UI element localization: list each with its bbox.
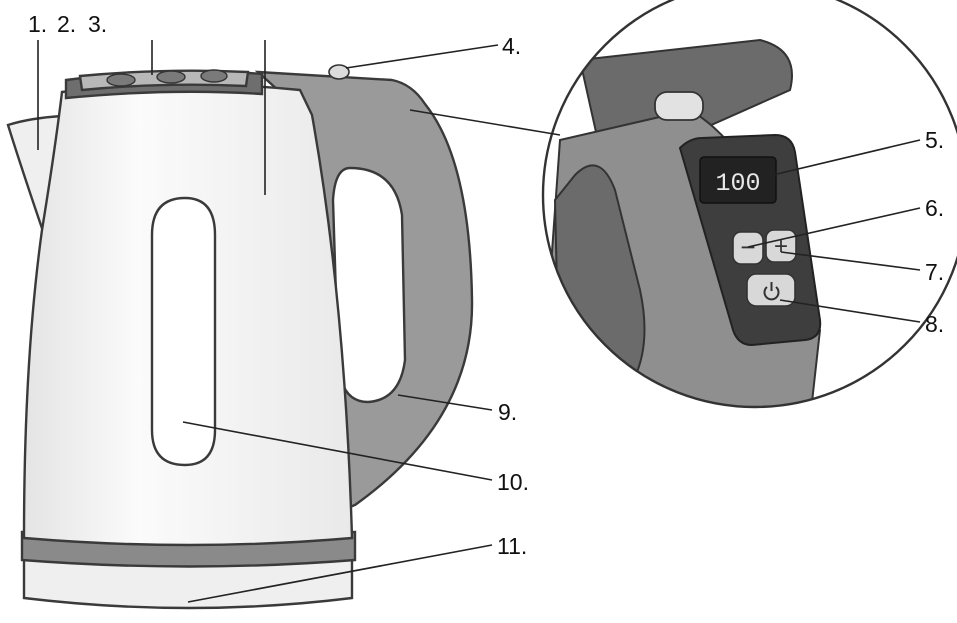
label-9: 9. [498, 399, 517, 425]
zoom-circle-outline [541, 0, 957, 409]
lid-button-2 [156, 70, 186, 84]
leader-lines [37, 40, 921, 603]
label-4: 4. [502, 33, 521, 59]
zoom-top-knob [654, 91, 704, 121]
leader-zoom [409, 109, 561, 136]
label-7: 7. [925, 259, 944, 285]
water-window [150, 196, 217, 467]
label-1: 1. [28, 11, 47, 37]
label-5: 5. [925, 127, 944, 153]
minus-button: − [732, 231, 764, 265]
leader-9 [397, 394, 493, 411]
top-knob [328, 64, 350, 80]
label-10: 10. [497, 469, 529, 495]
label-2: 2. [57, 11, 76, 37]
leader-7 [780, 251, 921, 271]
zoom-detail: 100 − + [541, 0, 957, 409]
lid-button-1 [106, 73, 136, 87]
temperature-readout: 100 [715, 169, 760, 198]
leader-4 [345, 44, 499, 69]
kettle [6, 64, 474, 610]
number-labels: 1. 2. 3. 4. 5. 6. 7. 8. 9. 10. 11. [28, 11, 944, 559]
label-8: 8. [925, 311, 944, 337]
power-button [746, 273, 796, 307]
leader-8 [779, 299, 921, 323]
leader-11 [187, 544, 493, 603]
label-3: 3. [88, 11, 107, 37]
power-icon [763, 282, 780, 301]
plus-glyph: + [774, 233, 788, 260]
leader-5 [759, 139, 921, 179]
leader-10 [182, 421, 493, 481]
leader-6 [747, 207, 921, 248]
label-11: 11. [497, 533, 527, 559]
label-6: 6. [925, 195, 944, 221]
plus-button: + [765, 229, 797, 263]
temperature-display: 100 [699, 156, 777, 204]
lid-button-3 [200, 69, 228, 83]
handle-grip-opening [331, 166, 407, 404]
